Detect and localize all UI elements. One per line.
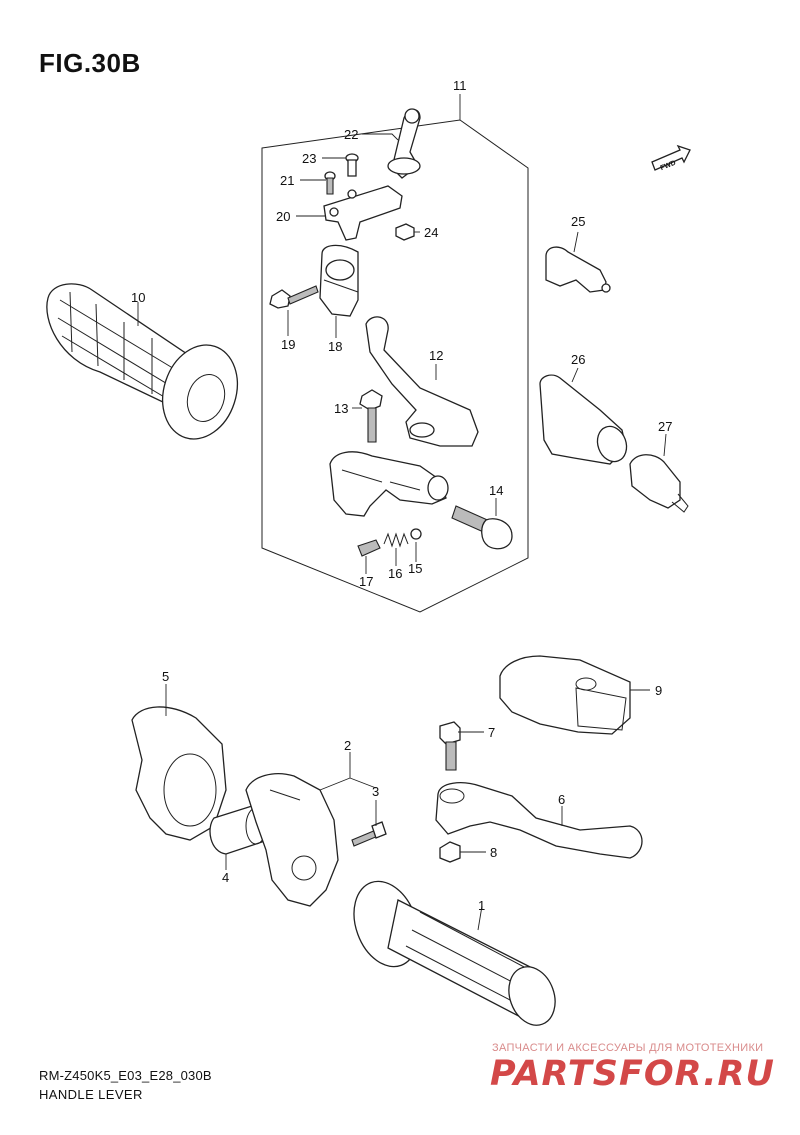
leader-lines	[137, 94, 667, 931]
callout-22: 22	[344, 127, 358, 142]
callout-24: 24	[424, 225, 438, 240]
callout-1: 1	[478, 898, 485, 913]
callout-27: 27	[658, 419, 672, 434]
callout-4: 4	[222, 870, 229, 885]
callout-19: 19	[281, 337, 295, 352]
callout-8: 8	[490, 845, 497, 860]
callout-13: 13	[334, 401, 348, 416]
part-19-bolt	[269, 285, 319, 309]
part-12-clutch-lever	[365, 316, 479, 447]
figure-code: RM-Z450K5_E03_E28_030B	[39, 1068, 212, 1083]
part-16-spring	[383, 532, 409, 548]
callout-21: 21	[280, 173, 294, 188]
lever-perch-body	[329, 451, 449, 517]
part-3-screw	[351, 821, 387, 847]
callout-labels: 11 10 22 23 21 20 24 19 18 12 13 14 15 1…	[131, 78, 672, 913]
part-6-brake-lever	[435, 782, 643, 859]
part-9-lever-boot	[499, 655, 631, 735]
part-24-nut	[395, 223, 415, 241]
part-14-cable-adjuster	[451, 505, 513, 550]
watermark-logo: PARTSFOR.RU	[490, 1054, 775, 1094]
part-7-pivot-bolt	[439, 721, 461, 771]
part-23-screw	[345, 153, 359, 177]
part-1-right-grip	[353, 880, 556, 1026]
callout-26: 26	[571, 352, 585, 367]
part-27-adjuster-nut	[629, 454, 689, 513]
figure-name: HANDLE LEVER	[39, 1087, 143, 1102]
part-17-spring	[357, 539, 381, 557]
part-8-nut	[439, 841, 461, 863]
callout-25: 25	[571, 214, 585, 229]
callout-14: 14	[489, 483, 503, 498]
callout-12: 12	[429, 348, 443, 363]
part-15-ball	[410, 528, 422, 540]
callout-15: 15	[408, 561, 422, 576]
part-2-throttle-housing	[245, 773, 339, 907]
part-10-left-grip	[46, 283, 238, 440]
callout-10: 10	[131, 290, 145, 305]
part-22-adjuster-lever	[387, 108, 421, 179]
part-21-bolt	[324, 171, 336, 195]
callout-2: 2	[344, 738, 351, 753]
callout-18: 18	[328, 339, 342, 354]
figure-title: FIG.30B	[39, 48, 141, 78]
callout-17: 17	[359, 574, 373, 589]
callout-9: 9	[655, 683, 662, 698]
watermark-tagline: ЗАПЧАСТИ И АКСЕССУАРЫ ДЛЯ МОТОТЕХНИКИ	[492, 1042, 764, 1054]
callout-23: 23	[302, 151, 316, 166]
callout-20: 20	[276, 209, 290, 224]
part-26-lever-cover	[539, 374, 628, 465]
callout-16: 16	[388, 566, 402, 581]
part-20-clamp-bracket	[323, 185, 403, 241]
callout-6: 6	[558, 792, 565, 807]
part-5-throttle-cover	[131, 706, 227, 841]
part-13-pivot-bolt	[359, 389, 383, 443]
part-25-cable-boot	[545, 246, 611, 293]
callout-3: 3	[372, 784, 379, 799]
callout-11: 11	[453, 78, 467, 93]
callout-5: 5	[162, 669, 169, 684]
part-18-lever-holder	[319, 244, 359, 317]
callout-7: 7	[488, 725, 495, 740]
fwd-arrow-icon: FWD	[651, 144, 691, 172]
